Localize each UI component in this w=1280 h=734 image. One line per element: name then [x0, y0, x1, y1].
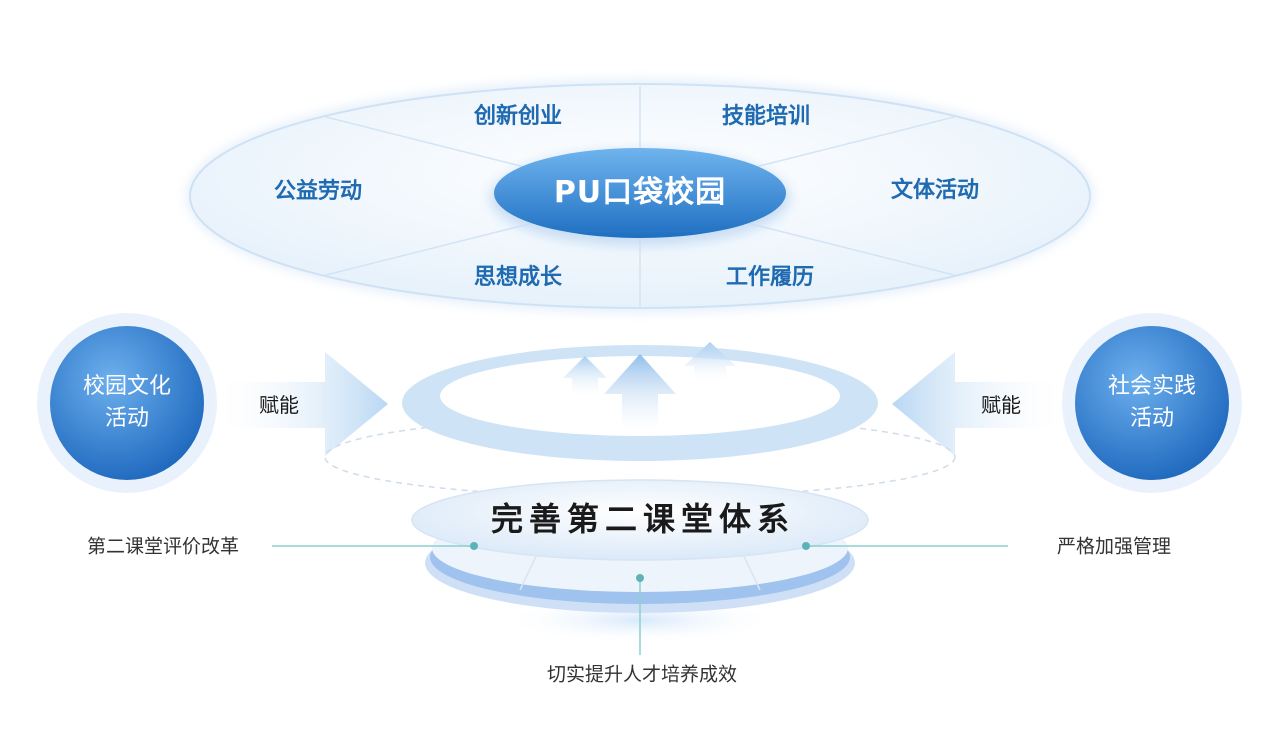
note-evaluation-reform: 第二课堂评价改革: [86, 535, 240, 558]
left-empower-label: 赋能: [259, 393, 299, 417]
segment-culture-sports: 文体活动: [890, 178, 980, 203]
right-empower-arrow: [892, 352, 1070, 456]
right-note-dot: [802, 542, 810, 550]
right-circle: [1075, 326, 1229, 480]
segment-work-record: 工作履历: [725, 265, 815, 290]
platform-group: [411, 479, 869, 644]
left-note-dot: [470, 542, 478, 550]
segment-innovation: 创新创业: [473, 104, 563, 129]
left-circle-group: [37, 313, 217, 493]
left-circle: [50, 326, 204, 480]
note-talent-cultivation: 切实提升人才培养成效: [546, 663, 738, 686]
left-circle-line2: 活动: [104, 406, 149, 431]
up-arrow-small-right: [684, 342, 736, 384]
right-empower-label: 赋能: [981, 393, 1021, 417]
center-title: PU口袋校园: [553, 175, 727, 210]
note-strict-management: 严格加强管理: [1056, 535, 1172, 558]
right-circle-line2: 活动: [1129, 406, 1174, 431]
top-ellipse-group: [187, 80, 1093, 312]
platform-top: [411, 479, 869, 561]
up-arrow-main: [604, 354, 676, 432]
up-arrow-small-left: [563, 356, 607, 400]
right-circle-group: [1062, 313, 1242, 493]
bottom-note-dot: [636, 574, 644, 582]
segment-skills-training: 技能培训: [721, 104, 811, 129]
right-circle-line1: 社会实践: [1107, 374, 1196, 399]
right-circle-label: 社会实践 活动: [1087, 371, 1217, 435]
left-circle-label: 校园文化 活动: [62, 371, 192, 435]
left-circle-line1: 校园文化: [82, 374, 171, 399]
segment-public-labor: 公益劳动: [273, 179, 363, 204]
center-pill: [494, 148, 786, 238]
left-empower-arrow: [210, 352, 388, 456]
segment-ideological-growth: 思想成长: [473, 265, 563, 290]
base-title: 完善第二课堂体系: [490, 500, 796, 538]
